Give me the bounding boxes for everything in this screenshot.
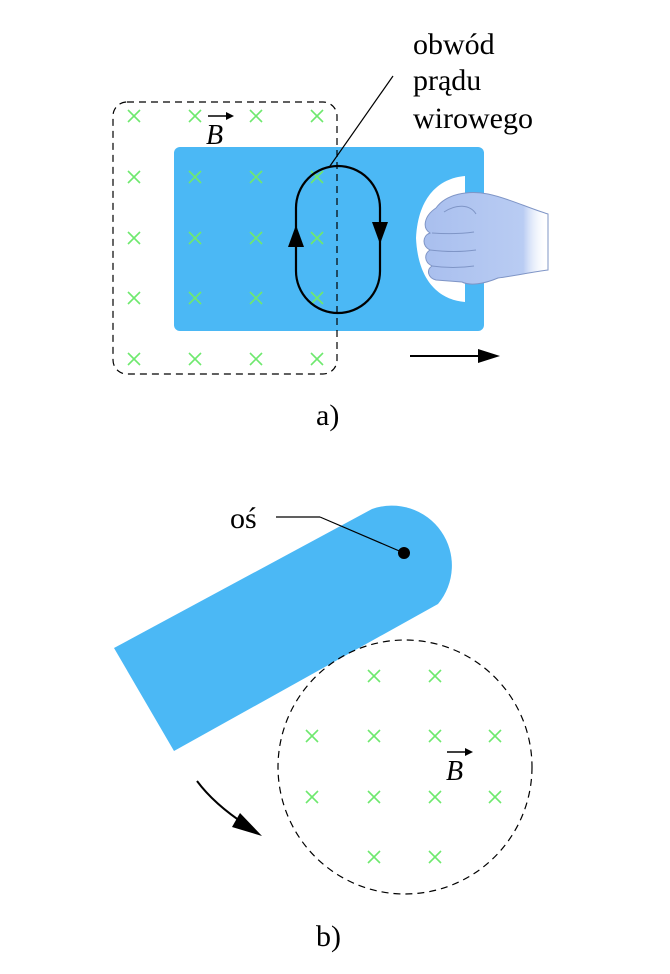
field-cross (188, 291, 202, 305)
field-cross (310, 109, 324, 123)
field-cross (428, 729, 442, 743)
field-b-label-a: B (206, 120, 223, 151)
field-cross (249, 170, 263, 184)
field-b-label-b: B (446, 756, 463, 787)
eddy-label-leader (329, 75, 394, 167)
field-cross (305, 729, 319, 743)
vector-arrow-icon (447, 748, 473, 756)
field-region-a (112, 101, 338, 375)
arrow-right-icon (410, 349, 500, 363)
eddy-label-line1: obwód (413, 28, 495, 61)
field-cross (310, 291, 324, 305)
field-cross (310, 231, 324, 245)
hand-icon (423, 192, 549, 285)
field-cross (249, 109, 263, 123)
field-cross (249, 231, 263, 245)
panel-b: oś B b) (114, 502, 533, 953)
loop-arrow-up (288, 225, 304, 247)
pendulum-plate (114, 505, 452, 751)
field-cross (428, 790, 442, 804)
caption-b: b) (316, 920, 341, 953)
eddy-label-line3: wirowego (413, 102, 533, 135)
field-cross (188, 231, 202, 245)
field-crosses-a (127, 109, 324, 366)
field-cross (127, 291, 141, 305)
field-cross (127, 170, 141, 184)
field-cross (188, 109, 202, 123)
axis-label: oś (230, 502, 257, 535)
field-cross (428, 850, 442, 864)
field-cross (188, 170, 202, 184)
field-cross (249, 291, 263, 305)
vector-arrow-icon (208, 112, 234, 120)
field-cross (367, 790, 381, 804)
field-cross (367, 669, 381, 683)
panel-a: obwód prądu wirowego B a) (112, 28, 549, 432)
field-cross (127, 109, 141, 123)
field-cross (367, 729, 381, 743)
field-region-b (277, 639, 533, 895)
field-crosses-b (305, 669, 502, 864)
field-cross (127, 231, 141, 245)
metal-plate-a (174, 147, 484, 331)
field-cross (488, 729, 502, 743)
field-cross (188, 352, 202, 366)
field-cross (367, 850, 381, 864)
field-cross (249, 352, 263, 366)
eddy-label-line2: prądu (413, 64, 481, 97)
axis-label-pointer (319, 516, 405, 554)
field-cross (310, 352, 324, 366)
field-cross (127, 352, 141, 366)
field-cross (428, 669, 442, 683)
field-cross (488, 790, 502, 804)
field-cross (305, 790, 319, 804)
loop-arrow-down (372, 222, 388, 244)
curved-arrow-icon (196, 780, 262, 836)
caption-a: a) (316, 399, 339, 432)
